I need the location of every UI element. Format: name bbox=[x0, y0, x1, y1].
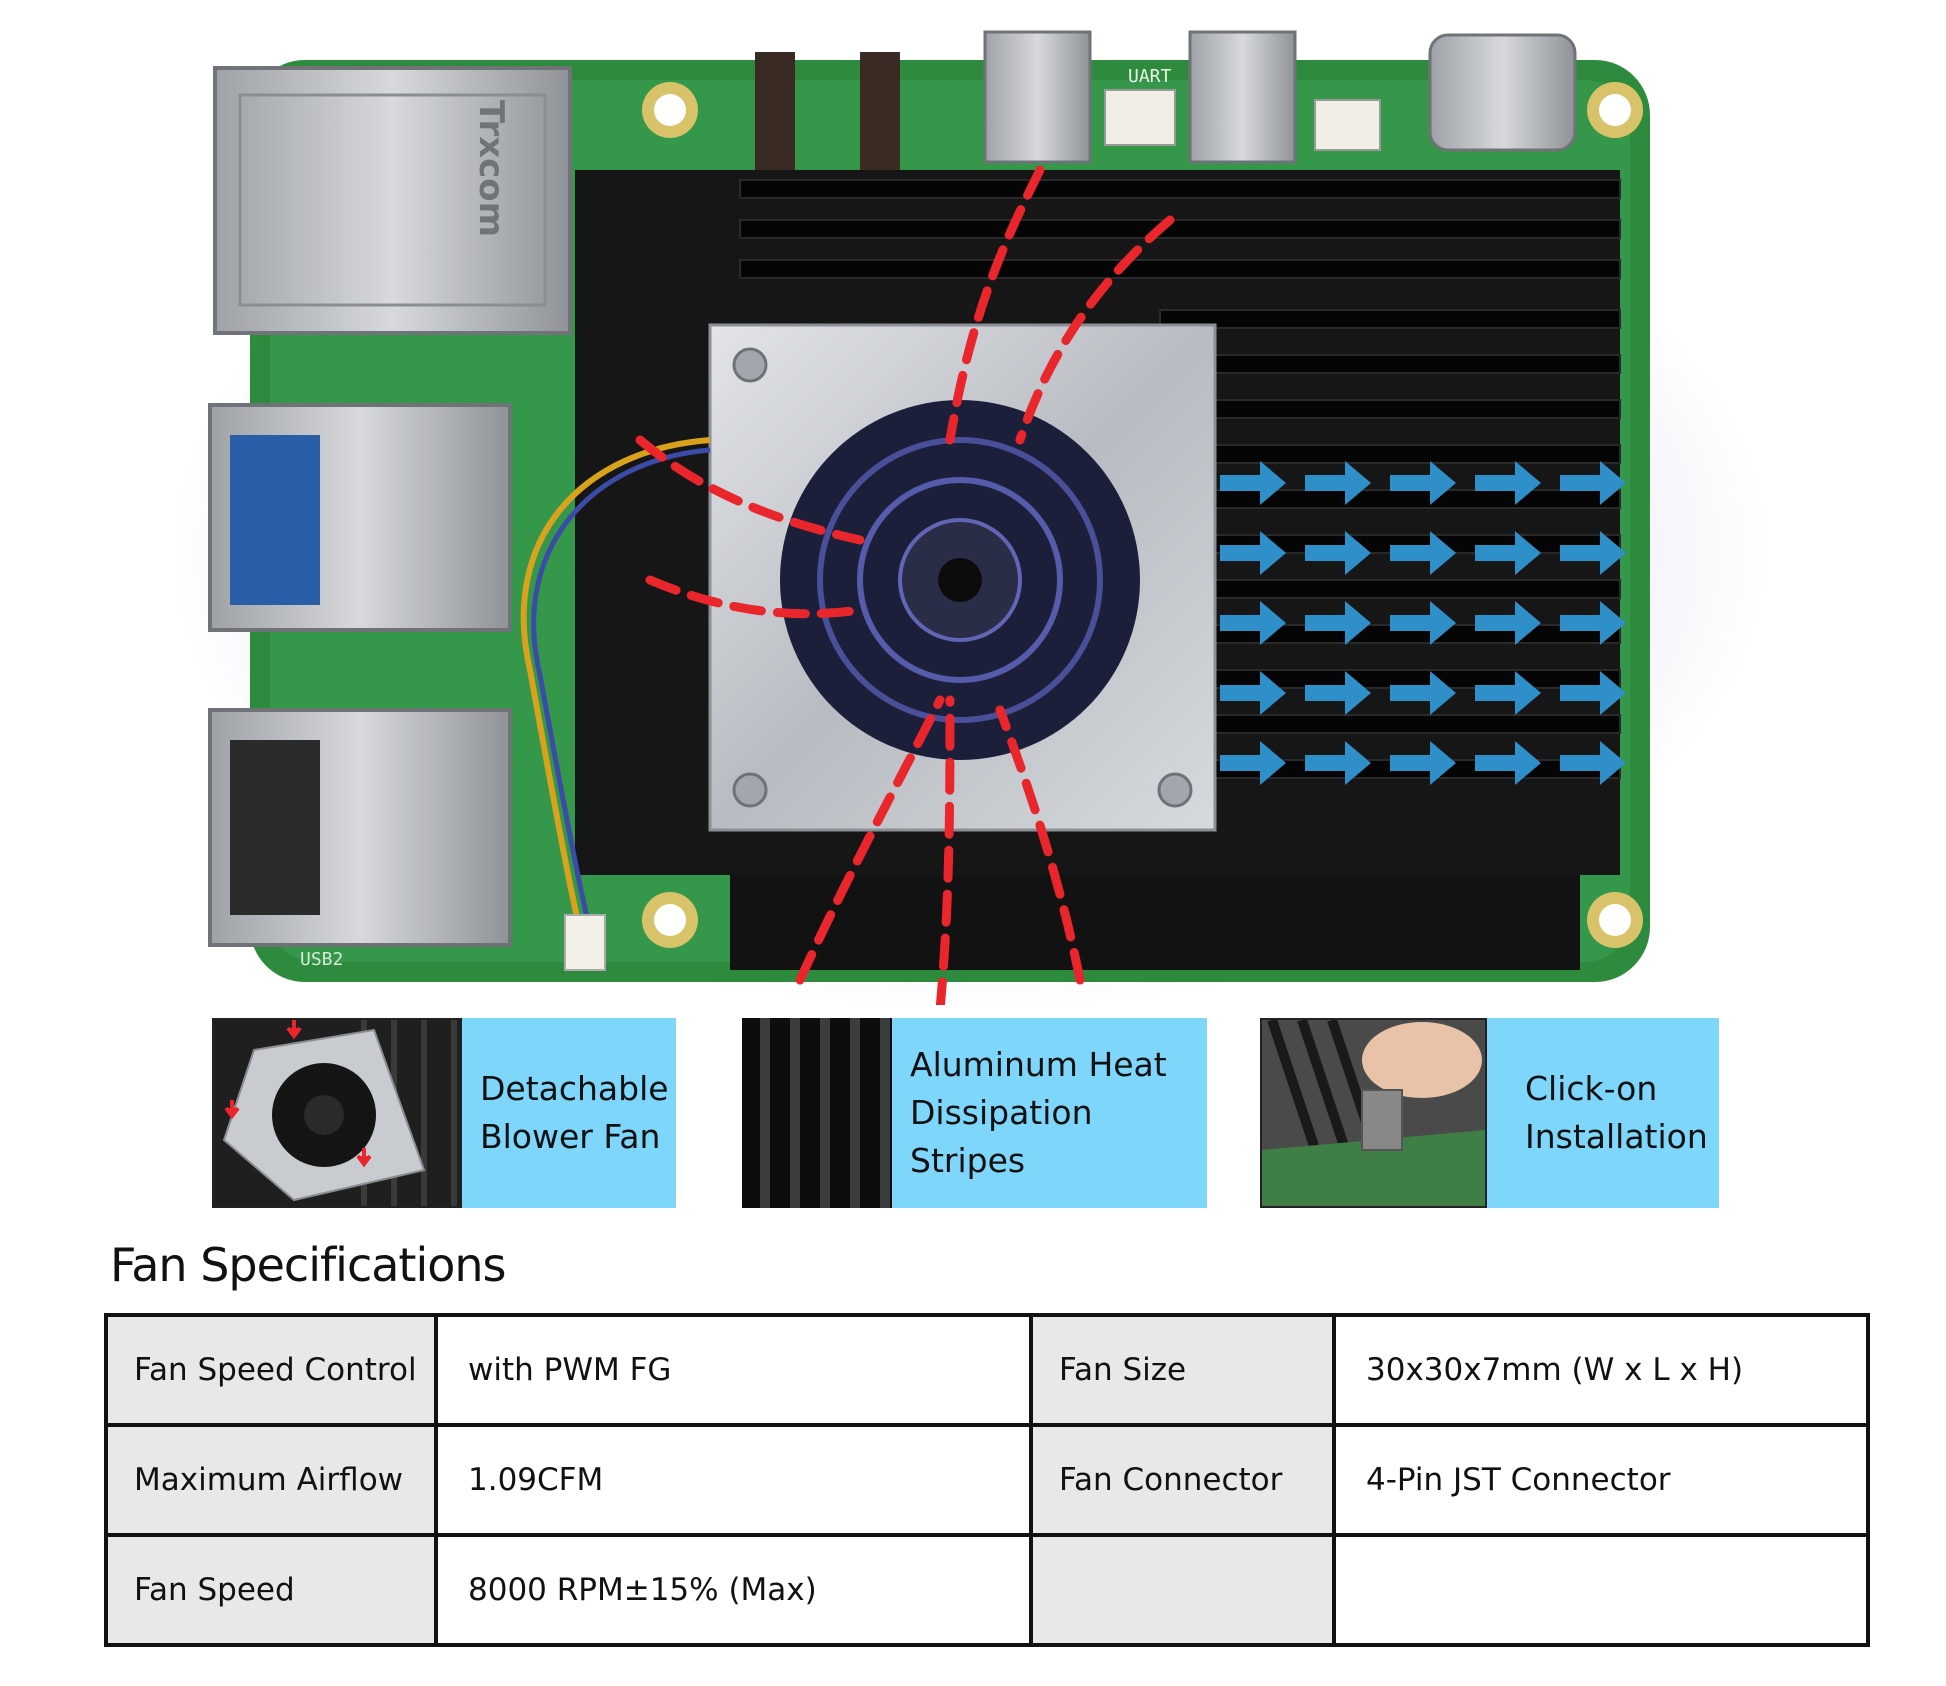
table-row: Fan Speed Control with PWM FG Fan Size 3… bbox=[104, 1313, 1870, 1427]
svg-text:Trxcom: Trxcom bbox=[471, 100, 511, 237]
gpio-header bbox=[730, 875, 1580, 970]
heatsink-fins-icon bbox=[742, 1018, 892, 1208]
finger-press-icon bbox=[1260, 1018, 1487, 1208]
spec-table: Fan Speed Control with PWM FG Fan Size 3… bbox=[104, 1313, 1870, 1647]
spec-key: Fan Size bbox=[1029, 1313, 1336, 1427]
airflow-arrow-icon bbox=[1220, 461, 1626, 785]
airflow-arrow-icon bbox=[635, 165, 1175, 1015]
spec-key: Fan Connector bbox=[1029, 1423, 1336, 1537]
fan-icon bbox=[708, 323, 1217, 832]
spec-value: with PWM FG bbox=[434, 1313, 1033, 1427]
spec-value: 4-Pin JST Connector bbox=[1332, 1423, 1870, 1537]
feature-label: Aluminum Heat Dissipation Stripes bbox=[910, 1045, 1167, 1180]
spec-key: Maximum Airflow bbox=[104, 1423, 438, 1537]
feature-label: Click-on Installation bbox=[1525, 1069, 1708, 1156]
feature-label: Detachable Blower Fan bbox=[480, 1069, 669, 1156]
ethernet-port-icon: Trxcom bbox=[213, 66, 572, 335]
svg-text:UART: UART bbox=[1128, 66, 1172, 87]
spec-value: 30x30x7mm (W x L x H) bbox=[1332, 1313, 1870, 1427]
feature-card-blower-fan: Detachable Blower Fan bbox=[212, 1018, 676, 1208]
svg-text:USB2: USB2 bbox=[300, 949, 343, 970]
section-title: Fan Specifications bbox=[110, 1238, 507, 1292]
feature-card-heat-stripes: Aluminum Heat Dissipation Stripes bbox=[742, 1018, 1207, 1208]
table-row: Fan Speed 8000 RPM±15% (Max) bbox=[104, 1533, 1870, 1647]
spec-key: Fan Speed Control bbox=[104, 1313, 438, 1427]
spec-value bbox=[1332, 1533, 1870, 1647]
usb-port-icon: USB2 bbox=[208, 403, 512, 970]
spec-key: Fan Speed bbox=[104, 1533, 438, 1647]
spec-key bbox=[1029, 1533, 1336, 1647]
product-illustration: Trxcom USB2 UART CAM/DISP bbox=[170, 20, 1780, 1015]
spec-value: 8000 RPM±15% (Max) bbox=[434, 1533, 1033, 1647]
blower-fan-icon bbox=[212, 1018, 462, 1208]
spec-value: 1.09CFM bbox=[434, 1423, 1033, 1537]
table-row: Maximum Airflow 1.09CFM Fan Connector 4-… bbox=[104, 1423, 1870, 1537]
feature-card-click-on: Click-on Installation bbox=[1260, 1018, 1719, 1208]
